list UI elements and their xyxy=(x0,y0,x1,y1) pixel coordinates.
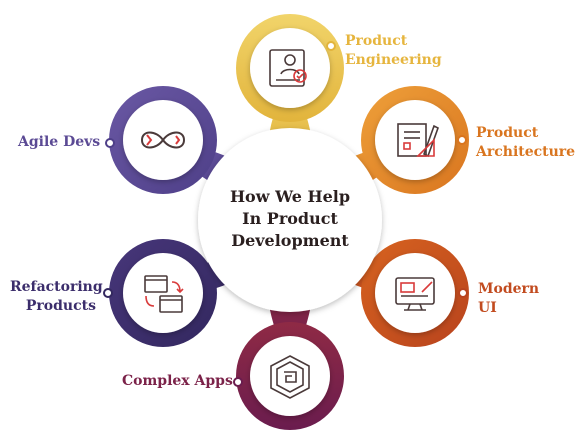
label-product-engineering: Product Engineering xyxy=(345,32,442,70)
center-title-line-1: How We Help xyxy=(229,187,351,206)
node-refactoring-products xyxy=(103,239,217,347)
blueprint-ruler-icon xyxy=(397,123,439,158)
label-refactoring-products-line-1: Refactoring xyxy=(10,279,103,295)
label-agile-devs: Agile Devs xyxy=(18,133,100,152)
node-agile-devs xyxy=(105,86,217,194)
engineer-document-icon xyxy=(269,49,307,87)
label-product-engineering-line-1: Product xyxy=(345,33,408,49)
center-title-line-2: In Product xyxy=(242,209,338,228)
label-refactoring-products: Refactoring Products xyxy=(10,278,103,316)
label-refactoring-products-line-2: Products xyxy=(25,298,96,314)
infinity-loop-icon xyxy=(140,131,186,149)
label-modern-ui-line-2: UI xyxy=(478,300,497,316)
label-modern-ui-line-1: Modern xyxy=(478,281,540,297)
center-hub xyxy=(198,128,382,312)
refactor-windows-icon xyxy=(144,275,184,313)
label-modern-ui: Modern UI xyxy=(478,280,539,318)
node-product-architecture xyxy=(361,86,469,194)
center-title: How We Help In Product Development xyxy=(205,186,375,252)
label-product-architecture: Product Architecture xyxy=(476,124,575,162)
label-product-architecture-line-1: Product xyxy=(476,125,539,141)
monitor-design-icon xyxy=(395,277,435,311)
label-product-engineering-line-2: Engineering xyxy=(345,52,442,68)
center-title-line-3: Development xyxy=(231,231,349,250)
label-complex-apps-line-1: Complex Apps xyxy=(122,373,233,389)
label-agile-devs-line-1: Agile Devs xyxy=(18,134,101,150)
maze-cube-icon xyxy=(270,355,310,399)
node-product-engineering xyxy=(236,14,344,122)
label-complex-apps: Complex Apps xyxy=(122,372,233,391)
node-modern-ui xyxy=(361,239,469,347)
label-product-architecture-line-2: Architecture xyxy=(476,144,576,160)
